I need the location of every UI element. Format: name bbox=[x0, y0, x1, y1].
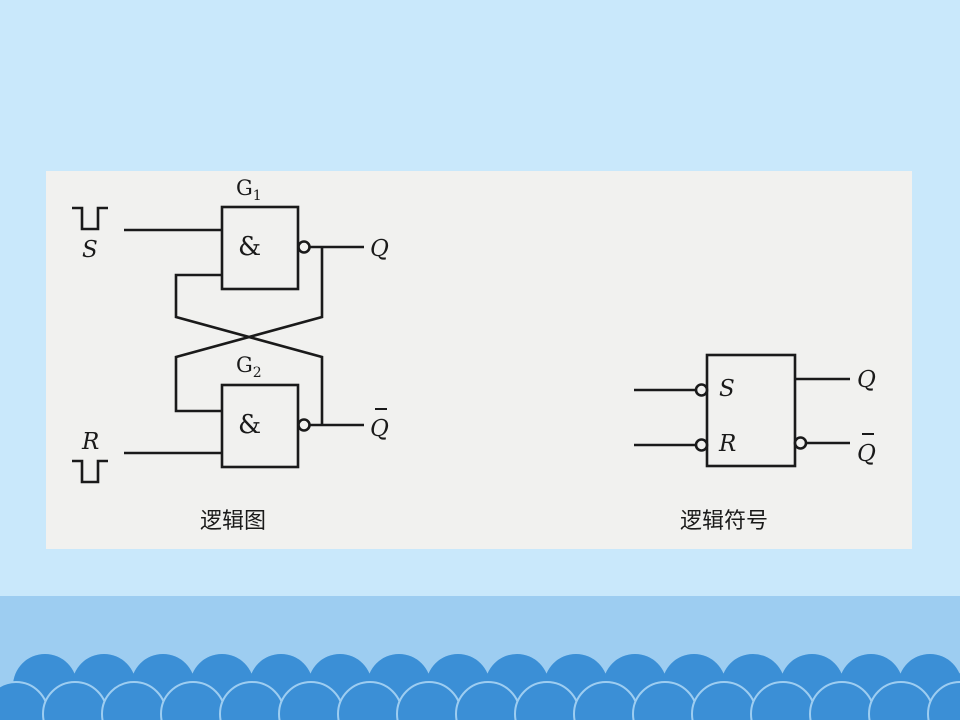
s-input-pulse bbox=[72, 206, 108, 231]
gate-g2-symbol: & bbox=[238, 410, 261, 440]
symbol-pin-s-label: S bbox=[719, 376, 735, 402]
input-s-label: S bbox=[82, 237, 98, 263]
circuit-figure: G1 & G2 & S R Q Q 逻辑图 S R Q Q 逻辑符号 bbox=[72, 176, 876, 534]
symbol-qbar-bubble bbox=[793, 436, 808, 450]
symbol-box bbox=[705, 353, 797, 468]
scallop-front bbox=[927, 681, 960, 720]
figure-panel: G1 & G2 & S R Q Q 逻辑图 S R Q Q 逻辑符号 bbox=[46, 171, 912, 549]
symbol-pin-r-label: R bbox=[718, 431, 736, 457]
r-input-pulse bbox=[72, 459, 108, 484]
logic-symbol bbox=[634, 353, 850, 468]
q-feedback-wire bbox=[174, 247, 324, 413]
logic-diagram bbox=[72, 205, 364, 484]
g2-inversion-bubble bbox=[297, 418, 311, 432]
gate-g1-symbol: & bbox=[238, 232, 261, 262]
symbol-r-bubble bbox=[694, 438, 709, 452]
symbol-output-q-label: Q bbox=[857, 367, 876, 393]
gate-g2-label: G2 bbox=[236, 353, 262, 381]
qbar-feedback-wire bbox=[174, 273, 324, 425]
logic-diagram-caption: 逻辑图 bbox=[200, 509, 266, 534]
scallop-decoration bbox=[0, 654, 960, 720]
input-r-label: R bbox=[81, 429, 99, 455]
symbol-s-bubble bbox=[694, 383, 709, 397]
output-qbar-label: Q bbox=[370, 416, 389, 442]
symbol-output-qbar-label: Q bbox=[857, 441, 876, 467]
g1-inversion-bubble bbox=[297, 240, 311, 254]
logic-symbol-caption: 逻辑符号 bbox=[680, 509, 768, 534]
gate-g1-label: G1 bbox=[236, 176, 262, 204]
output-q-label: Q bbox=[370, 236, 389, 262]
